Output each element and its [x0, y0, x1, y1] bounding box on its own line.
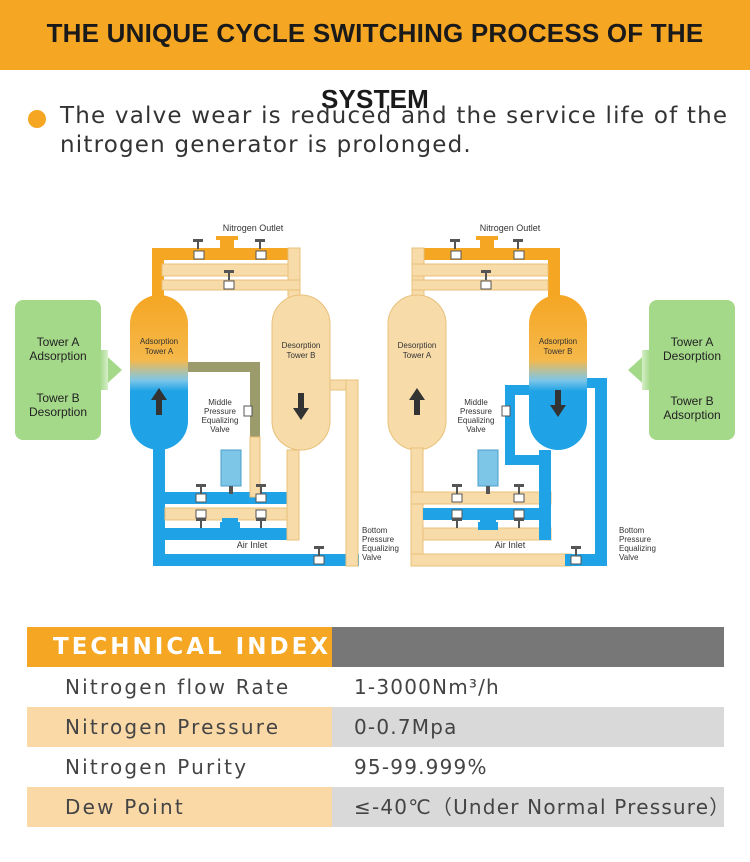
- right-side-label-block: Tower A Desorption Tower B Adsorption: [628, 300, 735, 440]
- left-side-label-4: Desorption: [29, 405, 87, 419]
- left-tower-a-label-1: Adsorption: [140, 337, 178, 346]
- up-arrow-icon: [151, 388, 167, 415]
- row-label: Dew Point: [65, 795, 185, 819]
- right-middle-label-2: Pressure: [460, 407, 493, 416]
- right-middle-label-1: Middle: [464, 398, 488, 407]
- left-tower-b-label-1: Desorption: [282, 341, 321, 350]
- left-tower-b-label-2: Tower B: [287, 351, 316, 360]
- left-lower-pipes: Air Inlet Bottom Pressure Equalizing Val…: [153, 379, 399, 567]
- right-tower-a-label-2: Tower A: [403, 351, 432, 360]
- left-middle-label-4: Valve: [210, 425, 230, 434]
- bullet-dot: [28, 110, 46, 128]
- up-arrow-icon: [409, 388, 425, 415]
- right-bottom-label-4: Valve: [619, 553, 639, 562]
- right-tower-b-label-1: Adsorption: [539, 337, 577, 346]
- right-nitrogen-outlet-label: Nitrogen Outlet: [480, 223, 541, 233]
- page-header: THE UNIQUE CYCLE SWITCHING PROCESS OF TH…: [0, 0, 750, 114]
- left-middle-label-2: Pressure: [204, 407, 237, 416]
- right-side-label-2: Desorption: [663, 349, 721, 363]
- table-row: Nitrogen flow Rate 1-3000Nm³/h: [27, 667, 724, 707]
- down-arrow-icon: [293, 393, 309, 420]
- table-row: Nitrogen Purity 95-99.999%: [27, 747, 724, 787]
- left-tower-a: Adsorption Tower A: [130, 295, 188, 450]
- left-bottom-label-3: Equalizing: [362, 544, 399, 553]
- right-side-label-3: Tower B: [670, 394, 713, 408]
- left-side-label-1: Tower A: [37, 335, 80, 349]
- right-tower-a-label-1: Desorption: [398, 341, 437, 350]
- row-value: 0-0.7Mpa: [354, 715, 458, 739]
- right-tower-a: Desorption Tower A: [387, 294, 447, 451]
- right-middle-label-3: Equalizing: [458, 416, 495, 425]
- left-nitrogen-outlet-label: Nitrogen Outlet: [223, 223, 284, 233]
- row-label: Nitrogen flow Rate: [65, 675, 291, 699]
- right-tower-b: Adsorption Tower B: [529, 295, 587, 450]
- left-olive-pipe: [188, 362, 260, 372]
- cycle-diagram: Tower A Adsorption Tower B Desorption Ni…: [15, 223, 735, 567]
- left-tower-a-label-2: Tower A: [145, 347, 174, 356]
- right-lower-pipes: Air Inlet Bottom Pressure Equalizing Val…: [410, 378, 656, 567]
- row-label: Nitrogen Pressure: [65, 715, 281, 739]
- right-bottom-label-3: Equalizing: [619, 544, 656, 553]
- row-value: ≤-40℃（Under Normal Pressure）: [354, 795, 731, 819]
- row-label: Nitrogen Purity: [65, 755, 249, 779]
- left-side-label-block: Tower A Adsorption Tower B Desorption: [15, 300, 122, 440]
- down-arrow-icon: [550, 390, 566, 417]
- left-air-inlet-label: Air Inlet: [237, 540, 268, 550]
- table-row: Nitrogen Pressure 0-0.7Mpa: [27, 707, 724, 747]
- left-bottom-label-2: Pressure: [362, 535, 395, 544]
- technical-index-header: TECHNICAL INDEX: [27, 627, 724, 667]
- left-middle-label-1: Middle: [208, 398, 232, 407]
- page-title: THE UNIQUE CYCLE SWITCHING PROCESS OF TH…: [46, 18, 704, 114]
- right-air-inlet-label: Air Inlet: [495, 540, 526, 550]
- right-top-pipes: Nitrogen Outlet: [411, 223, 560, 309]
- technical-index-table: TECHNICAL INDEX Nitrogen flow Rate 1-300…: [27, 627, 729, 827]
- right-diagram: Nitrogen Outlet Desorption Tower A Adsor…: [387, 223, 735, 567]
- left-side-label-2: Adsorption: [29, 349, 86, 363]
- left-bottom-label-4: Valve: [362, 553, 382, 562]
- right-middle-label-4: Valve: [466, 425, 486, 434]
- right-bottom-label-2: Pressure: [619, 535, 652, 544]
- technical-index-title: TECHNICAL INDEX: [53, 634, 332, 660]
- right-side-label-1: Tower A: [671, 335, 714, 349]
- row-value: 1-3000Nm³/h: [354, 675, 500, 699]
- intro-text: The valve wear is reduced and the servic…: [60, 103, 729, 158]
- right-tower-b-label-2: Tower B: [544, 347, 573, 356]
- left-bottom-label-1: Bottom: [362, 526, 388, 535]
- row-value: 95-99.999%: [354, 755, 488, 779]
- left-tower-b: Desorption Tower B: [271, 294, 331, 451]
- left-side-label-3: Tower B: [36, 391, 79, 405]
- right-side-label-4: Adsorption: [663, 408, 720, 422]
- left-middle-label-3: Equalizing: [202, 416, 239, 425]
- left-top-pipes: Nitrogen Outlet: [152, 223, 301, 309]
- table-row: Dew Point ≤-40℃（Under Normal Pressure）: [27, 787, 729, 827]
- right-bottom-label-1: Bottom: [619, 526, 645, 535]
- left-diagram: Tower A Adsorption Tower B Desorption Ni…: [15, 223, 399, 567]
